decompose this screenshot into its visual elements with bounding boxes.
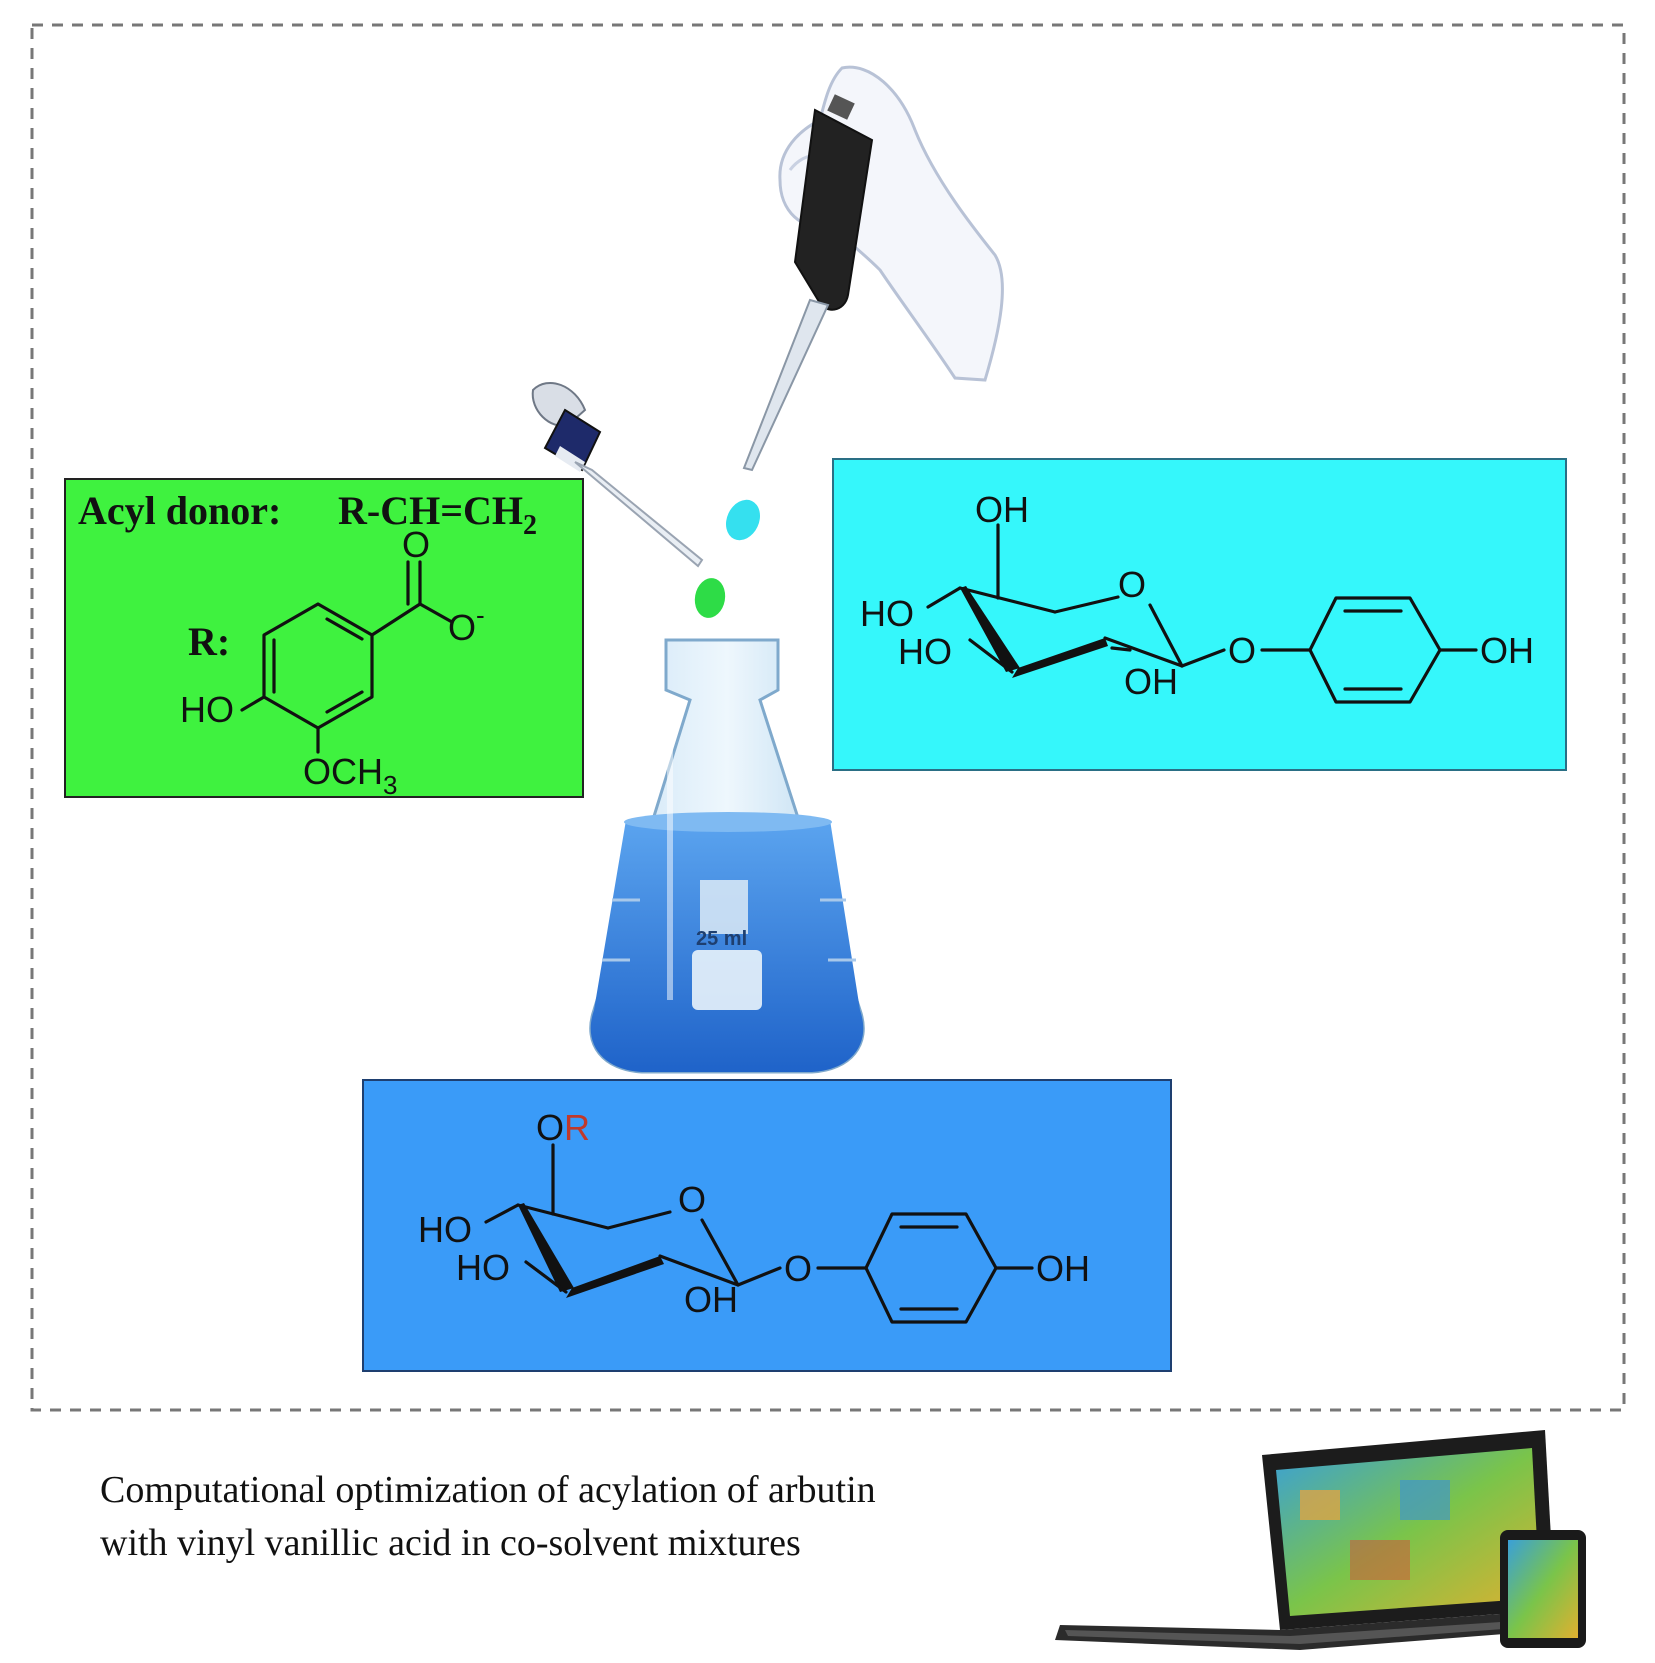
product-oh-right: OH: [1036, 1248, 1090, 1289]
arbutin-ho-2: HO: [898, 631, 952, 672]
hydroxyl-ho: HO: [180, 689, 234, 730]
arbutin-ring-o: O: [1118, 564, 1146, 605]
acyl-donor-panel: Acyl donor: R-CH=CH2 R: O O- HO OCH3: [64, 478, 584, 800]
arbutin-structure: [926, 523, 1478, 704]
carbonyl-o: O: [402, 524, 430, 565]
vanillate-structure: [240, 560, 454, 754]
tablet-icon: [1500, 1530, 1586, 1648]
arbutin-link-o: O: [1228, 630, 1256, 671]
cyan-droplet: [725, 499, 761, 541]
product-or: OR: [536, 1107, 590, 1148]
arbutin-oh-right: OH: [1480, 630, 1534, 671]
product-oh-bottom: OH: [684, 1279, 738, 1320]
product-ho-2: HO: [456, 1247, 510, 1288]
laptop-icon: [1055, 1430, 1580, 1650]
acyl-donor-label: Acyl donor:: [78, 488, 281, 533]
pipette-icon: [742, 65, 1004, 472]
arbutin-oh-bottom: OH: [1124, 661, 1178, 702]
flask-volume-label: 25 ml: [696, 928, 747, 950]
dropper-icon: [531, 381, 704, 568]
arbutin-panel: OH O HO HO OH O OH: [832, 458, 1567, 771]
acyl-donor-formula: R-CH=CH2: [338, 488, 537, 541]
green-droplet: [694, 578, 726, 618]
product-ring-o: O: [678, 1179, 706, 1220]
carboxylate-o: O-: [448, 600, 485, 648]
product-ho-1: HO: [418, 1209, 472, 1250]
dashed-frame: [30, 23, 1626, 1412]
arbutin-ho-1: HO: [860, 593, 914, 634]
product-link-o: O: [784, 1248, 812, 1289]
methoxy-och3: OCH3: [303, 751, 397, 800]
product-panel: OR O HO HO OH O OH: [362, 1079, 1172, 1372]
flask-icon: 25 ml: [589, 638, 865, 1074]
caption-line-1: Computational optimization of acylation …: [100, 1469, 876, 1511]
product-structure: [484, 1143, 1034, 1324]
r-label: R:: [188, 619, 230, 664]
caption-line-2: with vinyl vanillic acid in co-solvent m…: [100, 1522, 801, 1564]
arbutin-oh-top: OH: [975, 489, 1029, 530]
